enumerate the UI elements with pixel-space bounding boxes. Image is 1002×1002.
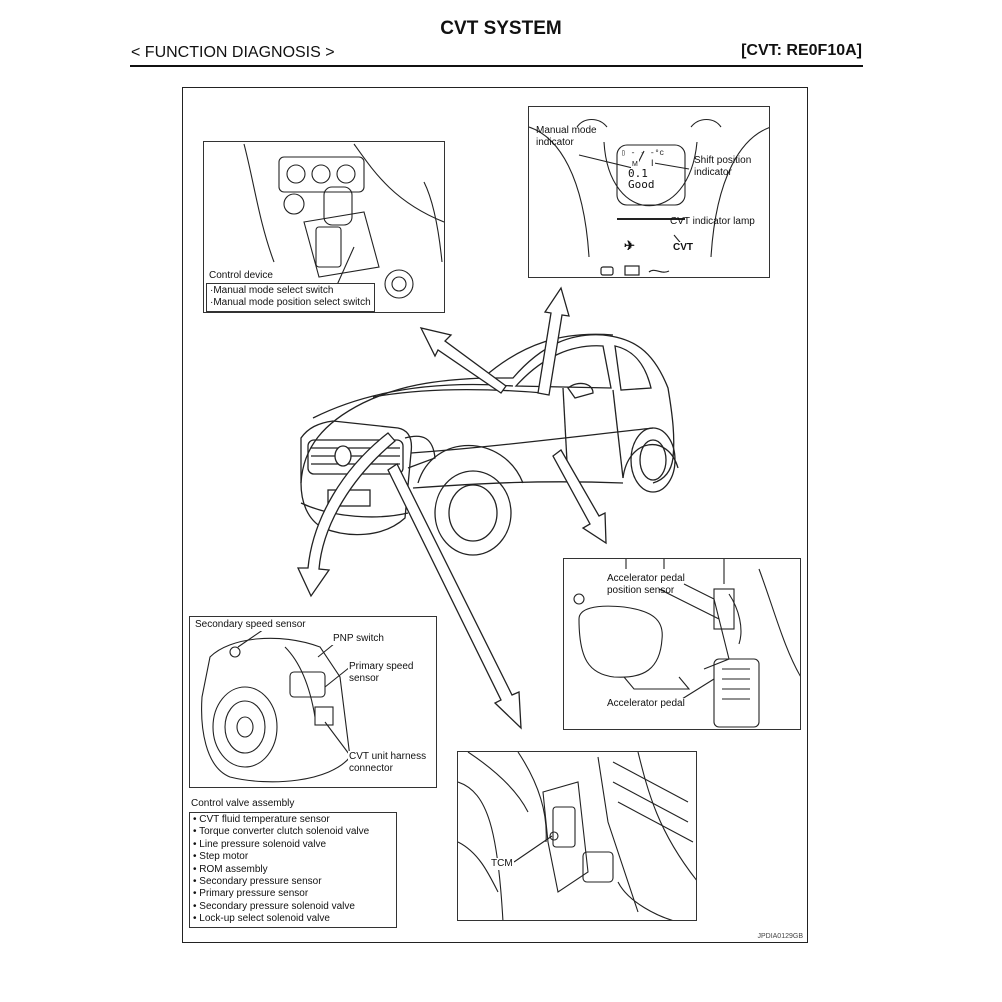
cvt-harness-connector-label: CVT unit harness connector [348,751,428,775]
control-valve-item: • Secondary pressure sensor [193,876,322,888]
cvt-indicator-lamp: CVT [672,242,694,254]
gear-letter: M [631,159,639,171]
page-title: CVT SYSTEM [440,18,562,39]
manual-mode-indicator-label: Manual mode indicator [536,125,597,148]
control-device-list: ·Manual mode select switch ·Manual mode … [206,283,375,312]
shift-position-indicator-label: Shift position indicator [694,155,752,178]
primary-speed-sensor-label: Primary speed sensor [348,661,415,685]
cvt-indicator-lamp-label: CVT indicator lamp [670,216,755,227]
control-device-item: ·Manual mode select switch [210,285,334,296]
section-label: < FUNCTION DIAGNOSIS > [131,44,335,61]
tcm-label: TCM [490,858,514,870]
accelerator-illustration [573,559,800,728]
accelerator-pedal-label: Accelerator pedal [606,698,686,710]
tcm-illustration [458,752,696,920]
control-valve-item: • Lock-up select solenoid valve [193,913,330,925]
figure-frame: Control device ·Manual mode select switc… [182,87,808,943]
control-valve-item: • Primary pressure sensor [193,888,309,900]
control-valve-item: • Torque converter clutch solenoid valve [193,826,370,838]
model-label: [CVT: RE0F10A] [741,42,862,59]
odometer-display: 0.1 Good [628,167,655,191]
control-device-item: ·Manual mode position select switch [210,297,371,309]
control-valve-list: • CVT fluid temperature sensor • Torque … [189,812,397,928]
shift-indicator-mark: I [650,157,655,169]
header-rule [130,65,863,67]
meter-illustration: ▯ - - -°c [529,118,769,276]
svg-text:▯ - - -°c: ▯ - - -°c [621,149,664,158]
control-device-title: Control device [208,270,274,282]
control-valve-item: • Line pressure solenoid valve [193,838,327,850]
transmission-panel: Secondary speed sensor PNP switch Primar… [189,616,437,788]
accelerator-pedal-position-sensor-label: Accelerator pedal position sensor [607,573,685,596]
tcm-panel: TCM [457,751,697,921]
control-valve-item: • Secondary pressure solenoid valve [193,900,355,912]
airbag-warning-icon: ✈ [623,238,636,253]
shifter-illustration [243,143,444,312]
secondary-speed-sensor-label: Secondary speed sensor [194,619,307,631]
control-valve-item: • CVT fluid temperature sensor [193,814,330,825]
control-valve-item: • Step motor [193,851,249,863]
accelerator-panel: Accelerator pedal position sensor Accele… [563,558,801,730]
pnp-switch-label: PNP switch [332,633,385,645]
meter-panel: ▯ - - -°c Manual mode indicator M I 0.1 … [528,106,770,278]
car-illustration [296,286,679,730]
control-valve-item: • ROM assembly [193,863,268,875]
control-device-panel: Control device ·Manual mode select switc… [203,141,445,313]
control-valve-title: Control valve assembly [190,798,296,810]
figure-code: JPDIA0129GB [757,933,803,940]
